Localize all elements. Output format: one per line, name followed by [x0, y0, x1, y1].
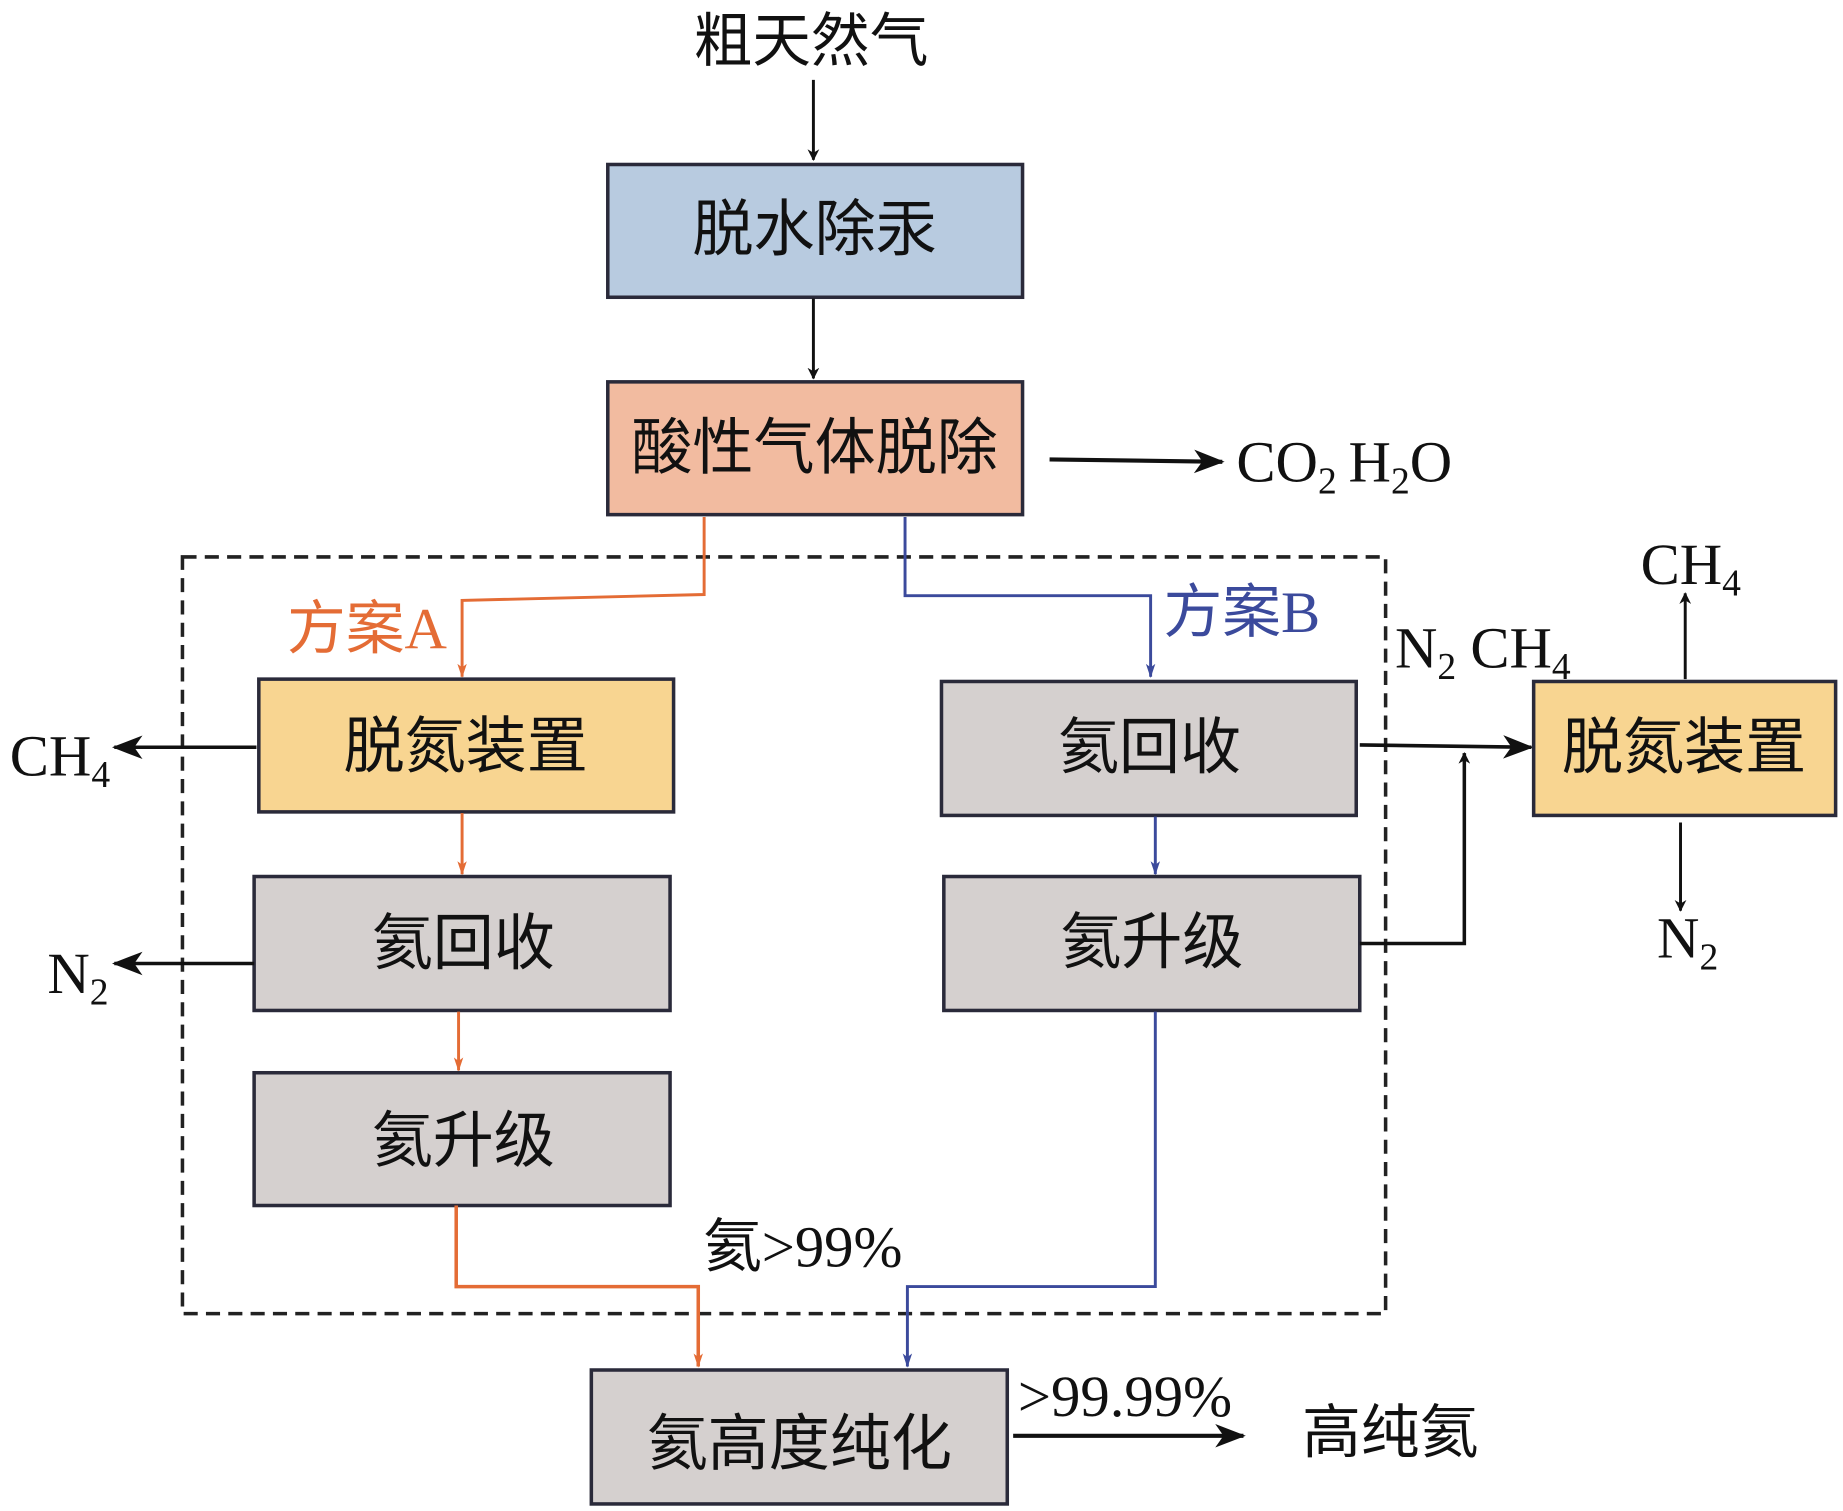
box-b-denitrogen: 脱氮装置 — [1531, 679, 1838, 818]
box-a-denitrogen: 脱氮装置 — [257, 677, 676, 814]
right-n2-label: N2 — [1657, 906, 1718, 979]
arrow-acid-out — [1049, 449, 1225, 474]
scheme-b-label: 方案B — [1164, 580, 1321, 645]
box-b-recovery-label: 氦回收 — [1058, 715, 1241, 782]
box-acid-gas-label: 酸性气体脱除 — [631, 415, 997, 482]
box-a-recovery: 氦回收 — [252, 874, 672, 1013]
box-b-upgrade-label: 氦升级 — [1060, 910, 1243, 977]
input-label: 粗天然气 — [694, 9, 929, 74]
purity-label: >99.99% — [1018, 1364, 1232, 1429]
scheme-b-to-purification — [902, 1011, 1157, 1368]
output-label: 高纯氦 — [1302, 1400, 1478, 1465]
left-n2-label: N2 — [47, 941, 108, 1014]
box-purification-label: 氦高度纯化 — [647, 1412, 952, 1479]
scheme-boundary — [180, 555, 1388, 1316]
scheme-a-to-purification — [454, 1205, 703, 1368]
right-ch4-label: CH4 — [1641, 532, 1742, 605]
box-a-upgrade: 氦升级 — [252, 1070, 672, 1208]
box-acid-gas: 酸性气体脱除 — [606, 380, 1025, 517]
box-a-recovery-label: 氦回收 — [372, 911, 555, 978]
arrow-b-upgrade-to-denitrogen — [1359, 751, 1471, 946]
box-dehydration: 脱水除汞 — [606, 162, 1025, 300]
arrow-b-to-denitrogen — [1359, 735, 1534, 759]
box-b-recovery: 氦回收 — [939, 679, 1358, 818]
box-purification: 氦高度纯化 — [589, 1368, 1010, 1506]
box-a-upgrade-label: 氦升级 — [372, 1109, 555, 1176]
box-a-denitrogen-label: 脱氮装置 — [343, 714, 587, 781]
box-b-denitrogen-label: 脱氮装置 — [1562, 715, 1806, 782]
scheme-a-line — [457, 516, 706, 678]
scheme-b-line — [903, 516, 1156, 678]
helium-99-label: 氦>99% — [703, 1215, 903, 1280]
scheme-a-label: 方案A — [287, 597, 447, 662]
box-b-upgrade: 氦升级 — [942, 874, 1362, 1013]
box-dehydration-label: 脱水除汞 — [692, 197, 936, 264]
left-ch4-label: CH4 — [10, 723, 111, 796]
